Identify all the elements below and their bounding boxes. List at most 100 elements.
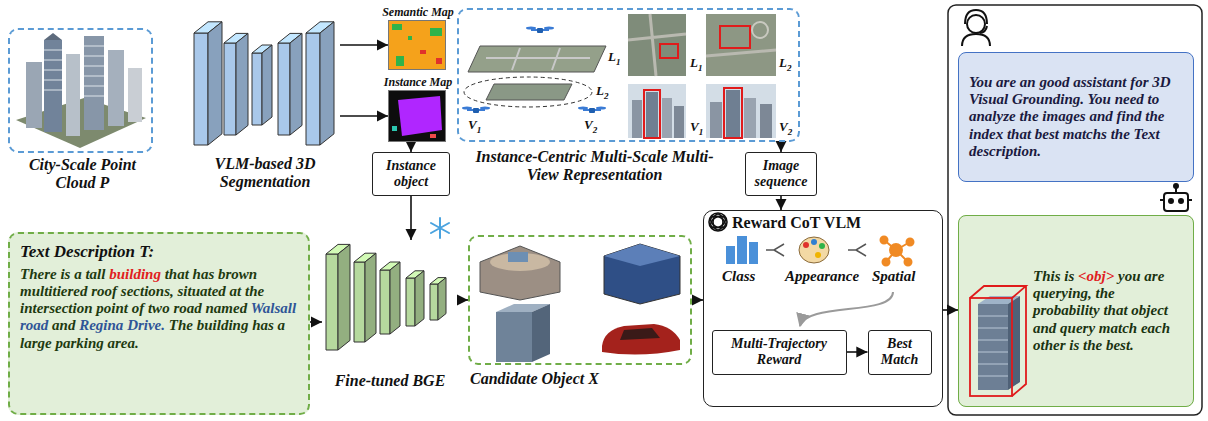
multi-scale-layers bbox=[468, 46, 606, 72]
multi-scale-layers bbox=[462, 27, 606, 114]
candidate-objects bbox=[490, 253, 550, 271]
layer-face bbox=[406, 278, 415, 326]
semantic-map-image bbox=[396, 56, 404, 66]
candidate-objects bbox=[480, 244, 680, 362]
text-description-box: Text Description T:There is a tall build… bbox=[8, 232, 310, 415]
network-layer bbox=[224, 33, 248, 135]
reasoning-step-label: Class bbox=[722, 268, 755, 285]
oblique-view-image bbox=[632, 100, 642, 138]
city-point-cloud bbox=[44, 40, 62, 132]
oblique-view-image bbox=[662, 98, 672, 138]
network-layers bbox=[190, 15, 340, 150]
semantic-map-image bbox=[388, 20, 446, 70]
flow-arrow bbox=[692, 299, 703, 301]
reasoning-step-label: Appearance bbox=[785, 268, 859, 285]
flow-arrow bbox=[943, 309, 958, 311]
reward-feedback-arrow bbox=[800, 292, 893, 326]
oblique-view-image bbox=[646, 92, 658, 138]
vlm-logo bbox=[709, 213, 728, 231]
class-icon bbox=[726, 246, 735, 264]
answer-building bbox=[978, 304, 1008, 390]
node-text: Image sequence bbox=[750, 158, 812, 190]
spatial-icon bbox=[907, 239, 914, 246]
system-prompt-box: You are an good assistant for 3D Visual … bbox=[958, 52, 1194, 182]
city-point-cloud bbox=[44, 46, 104, 96]
flow-arrow bbox=[847, 351, 868, 353]
node-text: You are an good assistant for 3D Visual … bbox=[969, 74, 1183, 160]
class-icon bbox=[749, 242, 758, 264]
network-layer bbox=[430, 278, 446, 320]
flow-arrow bbox=[458, 299, 468, 301]
instance-map-image bbox=[388, 90, 446, 142]
reasoning-step-label: Spatial bbox=[872, 268, 915, 285]
oblique-view-image bbox=[724, 88, 742, 138]
robot-icon bbox=[1169, 199, 1173, 203]
user-icon bbox=[962, 34, 990, 46]
layer-side bbox=[320, 22, 334, 145]
scale-label: L2 bbox=[779, 56, 792, 73]
oblique-view-image bbox=[744, 98, 756, 138]
city-point-cloud bbox=[128, 68, 142, 122]
reasoning-branch bbox=[766, 244, 784, 256]
answer-building bbox=[970, 298, 1012, 396]
network-layer bbox=[306, 22, 334, 145]
layer-face bbox=[252, 53, 262, 125]
aerial-view-image bbox=[720, 26, 750, 48]
view-label: V2 bbox=[779, 120, 792, 137]
vlm-logo bbox=[709, 213, 727, 231]
node-text: VLM-based 3D Segmentation bbox=[190, 155, 340, 192]
reasoning-branch bbox=[848, 244, 866, 256]
candidate-panel: Candidate Object X bbox=[468, 235, 692, 365]
flow-arrow bbox=[780, 196, 782, 210]
candidate-objects bbox=[620, 328, 660, 340]
candidate-objects bbox=[508, 252, 528, 262]
user-icon bbox=[967, 15, 985, 33]
view-label: V1 bbox=[468, 118, 481, 135]
semantic-map-image bbox=[430, 28, 442, 36]
multi-scale-layers bbox=[486, 84, 572, 100]
city-point-cloud bbox=[26, 62, 42, 128]
multi-scale-layers bbox=[464, 77, 592, 107]
network-layer bbox=[406, 271, 424, 326]
process-box: Instance object bbox=[372, 152, 450, 196]
candidate-objects bbox=[496, 312, 532, 362]
answer-building bbox=[970, 286, 1026, 396]
robot-icon bbox=[1174, 184, 1178, 188]
answer-building bbox=[970, 286, 1026, 396]
city-point-cloud bbox=[44, 33, 62, 40]
appearance-icon bbox=[815, 252, 821, 258]
aerial-view-image bbox=[660, 44, 678, 58]
segmentation-network: VLM-based 3D Segmentation bbox=[190, 15, 340, 150]
node-text: Text Description T: bbox=[20, 242, 298, 262]
layer-side bbox=[208, 22, 222, 145]
node-text: Semantic Map bbox=[380, 6, 456, 20]
spatial-icon bbox=[881, 237, 888, 244]
node-text: This is <obj> you are querying, the prob… bbox=[1033, 268, 1185, 354]
candidate-objects bbox=[602, 324, 680, 355]
node-text: Best Match bbox=[873, 336, 927, 368]
appearance-icon bbox=[811, 239, 817, 245]
node-text: Reward CoT VLM bbox=[732, 214, 861, 232]
aerial-view-image bbox=[752, 22, 768, 38]
reward-vlm-box: Reward CoT VLM Multi-Trajectory Reward Bes… bbox=[703, 210, 943, 407]
oblique-view-image bbox=[726, 90, 740, 138]
layer-face bbox=[326, 254, 338, 350]
node-text: Instance-Centric Multi-Scale Multi-View … bbox=[464, 148, 726, 185]
semantic-map-image bbox=[420, 50, 426, 54]
oblique-view-image bbox=[674, 106, 684, 138]
layer-face bbox=[380, 270, 390, 334]
instance-map-image bbox=[398, 96, 442, 136]
candidate-objects bbox=[532, 304, 550, 362]
network-layer bbox=[194, 22, 222, 145]
multi-scale-layers bbox=[526, 27, 554, 34]
spatial-icon bbox=[905, 259, 912, 266]
network-layer bbox=[380, 262, 400, 334]
city-point-cloud bbox=[84, 36, 104, 130]
layer-face bbox=[354, 262, 365, 342]
node-text: Multi-Trajectory Reward bbox=[717, 336, 842, 368]
encoder-network: Fine-tuned BGE bbox=[322, 240, 458, 355]
robot-icon bbox=[1160, 184, 1192, 211]
semantic-map-image bbox=[388, 20, 446, 70]
process-box: Multi-Trajectory Reward bbox=[712, 330, 847, 375]
layer-side bbox=[390, 262, 400, 334]
